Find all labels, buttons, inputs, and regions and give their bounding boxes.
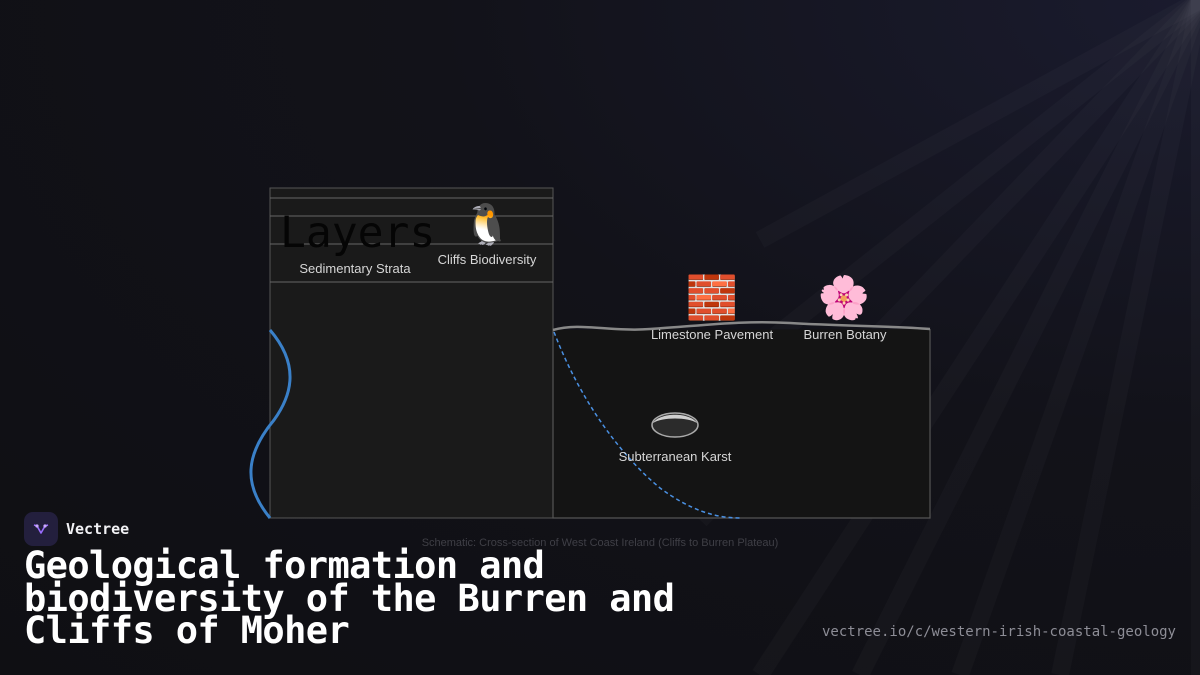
sea-coastline xyxy=(249,329,292,519)
karst-cave-rim xyxy=(653,414,697,423)
strata-lines xyxy=(270,197,553,283)
label-subterranean-karst: Subterranean Karst xyxy=(619,449,732,464)
flower-icon: 🌸 xyxy=(818,273,870,322)
label-burren-botany: Burren Botany xyxy=(803,327,887,342)
page-title: Geological formation and biodiversity of… xyxy=(24,544,675,652)
brick-icon: 🧱 xyxy=(686,273,738,322)
plateau-surface xyxy=(552,320,931,332)
source-url[interactable]: vectree.io/c/western-irish-coastal-geolo… xyxy=(821,624,1176,640)
plateau-outline xyxy=(552,329,931,519)
label-cliffs-biodiversity: Cliffs Biodiversity xyxy=(438,252,537,267)
label-sedimentary-strata: Sedimentary Strata xyxy=(299,261,411,276)
vectree-logo-icon xyxy=(24,512,58,546)
layers-heading: Layers xyxy=(280,208,435,258)
cliff-block xyxy=(269,187,554,519)
penguin-icon: 🐧 xyxy=(462,201,512,248)
diagram-caption: Schematic: Cross-section of West Coast I… xyxy=(422,537,779,549)
brand[interactable]: Vectree xyxy=(24,512,129,546)
label-limestone-pavement: Limestone Pavement xyxy=(651,327,774,342)
brand-name: Vectree xyxy=(66,520,130,538)
